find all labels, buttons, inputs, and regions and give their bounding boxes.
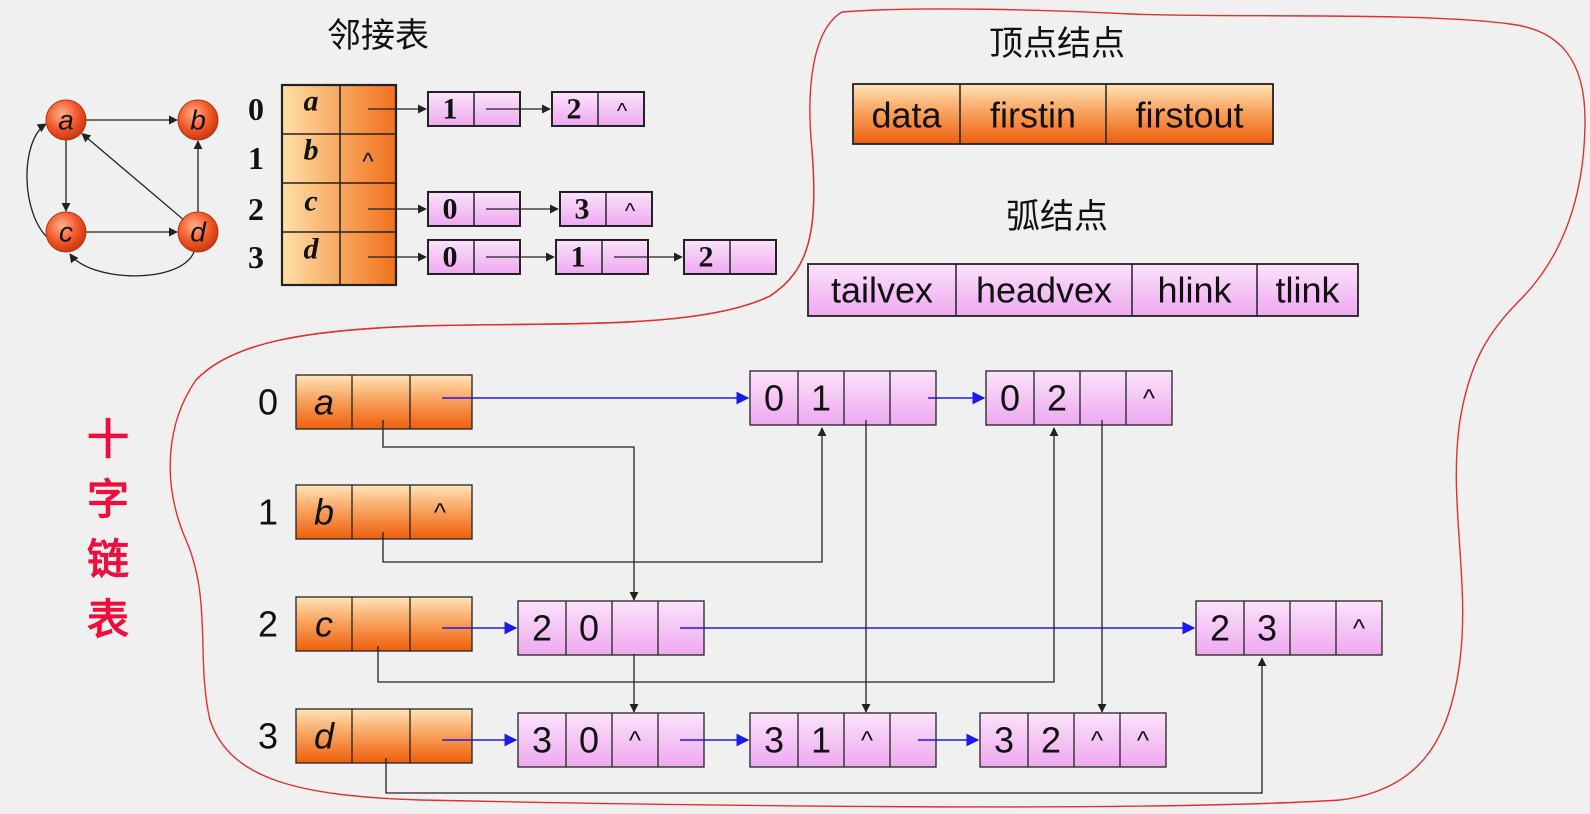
- cross-arc-hlink-null: ^: [861, 725, 874, 755]
- adjacency-vertex: a: [304, 85, 319, 118]
- edge-node-adjvex: 3: [575, 193, 590, 226]
- adjacency-index: 0: [248, 91, 264, 127]
- cross-arc-tailvex: 0: [1000, 378, 1020, 419]
- cross-arc-node: [749, 712, 937, 768]
- cross-arc-tailvex: 2: [532, 608, 552, 649]
- cross-vertex-node: [295, 484, 473, 540]
- arc-node-title: 弧结点: [1006, 197, 1108, 237]
- cross-arc-hlink-null: ^: [1091, 725, 1104, 755]
- graph-node-b: [177, 99, 219, 141]
- graph-edge-d-a: [81, 132, 184, 220]
- graph-nodes: a b c d: [45, 99, 219, 253]
- cross-list-vertical-title: 十字链表: [86, 415, 129, 644]
- cross-vertex-index: 1: [258, 492, 278, 533]
- cross-arc-node: [1195, 600, 1383, 656]
- graph-edge-c-a: [26, 123, 51, 241]
- adjacency-table: [280, 83, 398, 287]
- cross-vertex-index: 2: [258, 604, 278, 645]
- cross-arc-headvex: 2: [1047, 378, 1067, 419]
- cross-vertex-data: b: [314, 492, 334, 533]
- edge-node-adjvex: 0: [443, 241, 458, 274]
- cross-arc-node: [517, 712, 705, 768]
- vertex-node-structure: [852, 83, 1274, 145]
- edge-node-adjvex: 0: [443, 193, 458, 226]
- edge-node-adjvex: 1: [571, 241, 586, 274]
- edge-node-adjvex: 1: [443, 93, 458, 126]
- cross-arc-tlink-null: ^: [1353, 613, 1366, 643]
- adjacency-vertex: b: [304, 134, 319, 167]
- graph-node-label-c: c: [59, 217, 73, 248]
- cross-arc-headvex: 2: [1041, 720, 1061, 761]
- cross-arc-node: [517, 600, 705, 656]
- cross-arc-hlink-null: ^: [629, 725, 642, 755]
- adjacency-null-pointer: ^: [362, 149, 374, 176]
- cross-arc-tailvex: 3: [764, 720, 784, 761]
- cross-arc-headvex: 1: [811, 720, 831, 761]
- vertex-field-firstin: firstin: [990, 95, 1076, 136]
- cross-vertex-node: [295, 374, 473, 430]
- cross-arc-node: [979, 712, 1167, 768]
- adjacency-index: 3: [248, 239, 264, 275]
- adjacency-vertex: c: [304, 185, 317, 218]
- cross-arc-headvex: 3: [1257, 608, 1277, 649]
- edge-node-adjvex: 2: [699, 241, 714, 274]
- graph-edge-d-c: [69, 251, 195, 277]
- cross-arc-headvex: 0: [579, 608, 599, 649]
- vertex-field-firstout: firstout: [1135, 95, 1243, 136]
- region-outline-top-left: [195, 149, 815, 381]
- firstin-arrow-d: [385, 657, 1267, 794]
- cross-arc-headvex: 1: [811, 378, 831, 419]
- cross-arc-headvex: 0: [579, 720, 599, 761]
- graph-node-c: [45, 211, 87, 253]
- cross-arc-tailvex: 3: [532, 720, 552, 761]
- graph-node-label-a: a: [58, 105, 74, 136]
- node-structure-legends: data firstin firstout tailvex headvex hlink tl…: [807, 83, 1359, 317]
- cross-vertex-index: 0: [258, 382, 278, 423]
- edge-node-null: ^: [625, 199, 636, 224]
- vertex-node-title: 顶点结点: [989, 24, 1125, 64]
- adjacency-list-title: 邻接表: [327, 16, 429, 56]
- cross-arc-node: [985, 370, 1173, 426]
- edge-node-adjvex: 2: [567, 93, 582, 126]
- arc-field-tailvex: tailvex: [831, 270, 933, 311]
- cross-arc-tlink-null: ^: [1137, 725, 1150, 755]
- cross-vertex-node: [295, 596, 473, 652]
- edge-node-null: ^: [617, 99, 628, 124]
- graph-edges: [26, 115, 203, 277]
- vertex-field-data: data: [871, 95, 942, 136]
- adjacency-index: 2: [248, 191, 264, 227]
- cross-vertex-node: [295, 708, 473, 764]
- adjacency-vertex: d: [304, 233, 320, 266]
- firstin-arrow-a: [382, 420, 639, 601]
- arc-field-hlink: hlink: [1157, 270, 1232, 311]
- graph-node-label-d: d: [190, 217, 207, 248]
- cross-vertex-data: a: [314, 382, 334, 423]
- arc-field-tlink: tlink: [1275, 270, 1340, 311]
- cross-arc-tailvex: 0: [764, 378, 784, 419]
- cross-vertex-data: d: [314, 716, 335, 757]
- graph-node-d: [177, 211, 219, 253]
- arc-field-headvex: headvex: [976, 270, 1112, 311]
- cross-arc-node: [749, 370, 937, 426]
- graph-node-label-b: b: [190, 105, 206, 136]
- cross-vertex-index: 3: [258, 716, 278, 757]
- cross-vertex-data: c: [315, 604, 333, 645]
- cross-arc-tlink-null: ^: [1143, 383, 1156, 413]
- adjacency-list: 0 a 1 b ^ 2 c 3 d 1 2 ^ 0 3 ^ 0 1 2: [248, 83, 777, 287]
- arc-node-structure: [807, 263, 1359, 317]
- graph-node-a: [45, 99, 87, 141]
- cross-arc-tailvex: 2: [1210, 608, 1230, 649]
- cross-arc-tailvex: 3: [994, 720, 1014, 761]
- firstin-arrow-b: [382, 427, 827, 563]
- cross-vertex-firstout-null: ^: [434, 497, 447, 527]
- adjacency-index: 1: [248, 140, 264, 176]
- firstin-arrow-c: [377, 427, 1059, 683]
